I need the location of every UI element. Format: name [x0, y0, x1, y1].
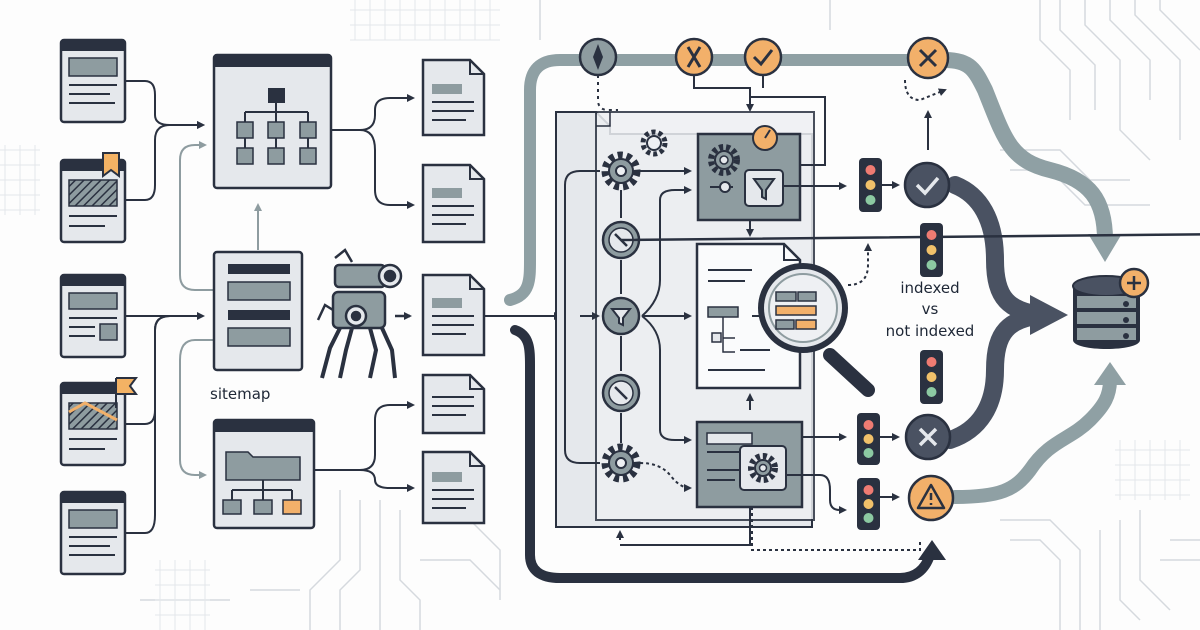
gear-icon	[748, 453, 778, 483]
not-indexed-label: not indexed	[885, 322, 975, 340]
x-icon	[904, 413, 952, 461]
compass-icon	[601, 373, 641, 413]
check-icon	[743, 37, 783, 77]
compass-icon	[578, 37, 618, 77]
bookmark-icon	[102, 152, 120, 178]
web-pages	[59, 38, 138, 576]
traffic-light-icon	[920, 350, 943, 404]
gear-icon	[640, 129, 668, 157]
indexed-flow-bottom	[941, 306, 1049, 449]
grey-rejected-pipe	[937, 52, 1113, 248]
web-page-icon	[59, 490, 127, 576]
indexed-flow-top	[946, 176, 1049, 324]
indexed-label: indexed	[900, 279, 960, 297]
web-page-icon	[59, 377, 138, 467]
traffic-light-icon	[920, 223, 943, 277]
document-icon	[421, 58, 486, 137]
flag-icon	[115, 377, 138, 408]
document-icon	[421, 450, 486, 525]
warning-icon	[907, 474, 955, 522]
folder-tree-window	[212, 418, 316, 530]
sitemap-label: sitemap	[210, 385, 271, 403]
compass-icon	[674, 37, 714, 77]
page-connectors	[125, 80, 205, 534]
analysis-document	[695, 242, 875, 397]
document-icon	[421, 163, 486, 244]
circuit-decoration	[140, 0, 1200, 630]
dark-lower-pipe	[510, 325, 935, 583]
vs-label: vs	[921, 300, 939, 318]
web-page-icon	[59, 152, 127, 244]
traffic-lights	[857, 158, 943, 530]
gauge-icon	[752, 125, 778, 151]
grey-upper-pipe	[504, 54, 916, 306]
status-row	[578, 36, 950, 80]
light-connectors	[880, 181, 900, 501]
document-icon	[421, 273, 486, 357]
magnifier-icon	[752, 263, 875, 397]
warning-flow	[948, 373, 1117, 504]
sitemap-document	[212, 250, 304, 372]
filter-icon	[752, 178, 776, 201]
gear-icon	[601, 443, 641, 483]
crawler-robot-icon	[316, 248, 412, 379]
x-icon	[906, 36, 950, 80]
traffic-light-icon	[857, 478, 880, 530]
flow-pipes	[504, 52, 1126, 583]
traffic-light-icon	[857, 413, 880, 465]
database-plus-icon	[1072, 267, 1150, 349]
sitemap-connectors	[179, 141, 262, 479]
web-page-icon	[59, 38, 127, 124]
crawled-documents	[421, 58, 486, 525]
pipeline-nodes	[601, 129, 1200, 483]
filter-icon	[601, 296, 641, 336]
gear-icon	[601, 151, 641, 191]
gear-icon	[708, 144, 740, 176]
check-icon	[903, 161, 951, 209]
web-page-icon	[59, 273, 127, 359]
sitemap-tree-window	[212, 53, 333, 190]
gear-filter-box	[696, 125, 847, 222]
pipeline-connectors	[564, 167, 754, 546]
traffic-light-icon	[859, 158, 882, 212]
decision-nodes	[903, 161, 955, 522]
content-render-box	[695, 420, 921, 551]
document-icon	[421, 373, 486, 435]
